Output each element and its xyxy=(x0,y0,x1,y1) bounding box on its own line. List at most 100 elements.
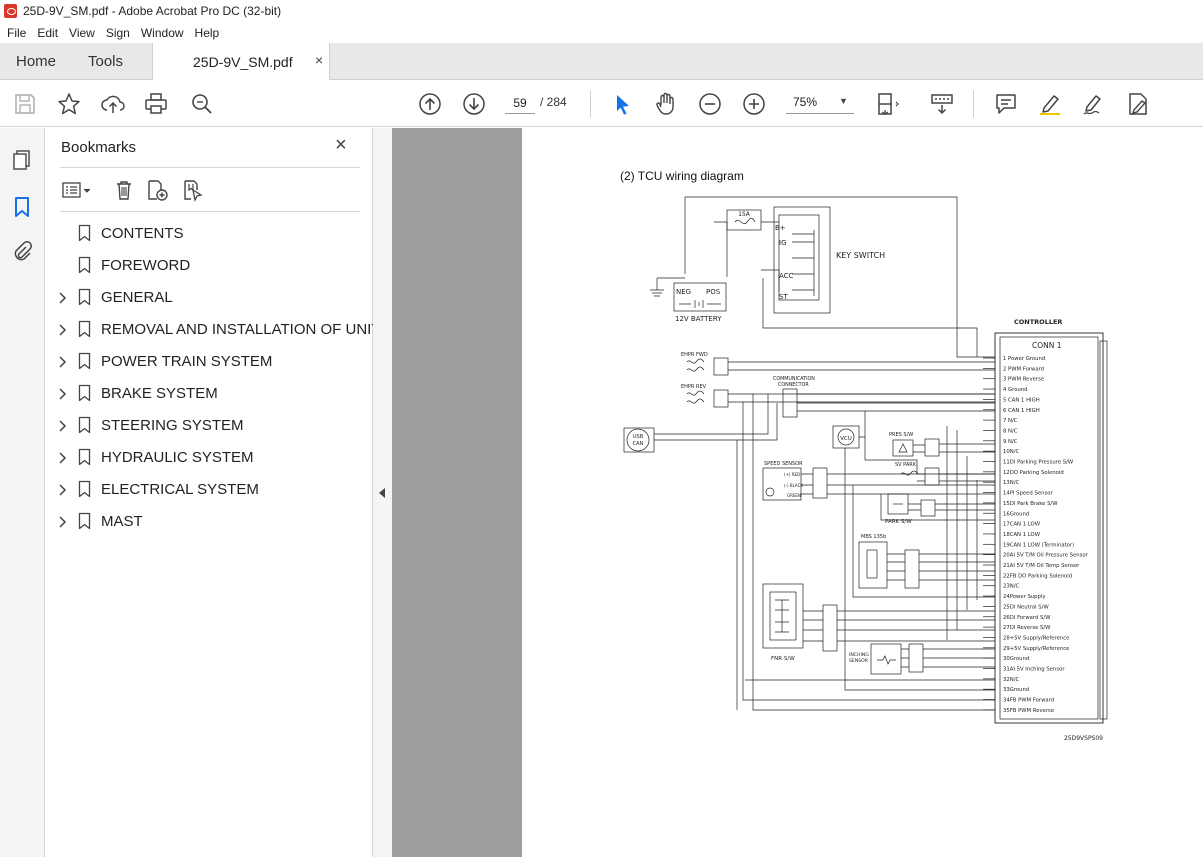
controller-pin-label: 19CAN 1 LOW (Terminator) xyxy=(1003,542,1074,548)
print-icon[interactable] xyxy=(143,91,169,117)
usb-can-label-1: USB xyxy=(633,434,644,440)
chevron-right-icon[interactable] xyxy=(58,419,68,433)
chevron-right-icon[interactable] xyxy=(58,323,68,337)
battery-pos-label: POS xyxy=(706,288,721,296)
attachment-icon[interactable] xyxy=(10,240,34,264)
bookmark-item[interactable]: FOREWORD xyxy=(45,250,373,282)
speed-sensor-green-label: GREEN xyxy=(787,493,801,498)
chevron-right-icon[interactable] xyxy=(58,451,68,465)
add-bookmark-icon[interactable] xyxy=(145,178,169,202)
tab-home[interactable]: Home xyxy=(16,53,57,70)
controller-pin-label: 12DO Parking Solenoid xyxy=(1003,470,1064,476)
controller-pin-label: 31AI 5V Inching Sensor xyxy=(1003,667,1065,673)
zoom-search-icon[interactable] xyxy=(189,91,215,117)
bookmark-find-icon[interactable] xyxy=(181,178,205,202)
tab-tools[interactable]: Tools xyxy=(88,53,124,70)
page-fit-icon[interactable] xyxy=(875,91,901,117)
controller-pin-label: 28+5V Supply/Reference xyxy=(1003,635,1069,641)
chevron-right-icon[interactable] xyxy=(58,515,68,529)
speed-sensor-black-label: (-) BLACK xyxy=(784,483,803,488)
bookmark-item[interactable]: POWER TRAIN SYSTEM xyxy=(45,346,373,378)
fill-sign-icon[interactable] xyxy=(1125,91,1151,117)
bookmark-item[interactable]: REMOVAL AND INSTALLATION OF UNIT xyxy=(45,314,381,346)
page-number-input[interactable]: 59 xyxy=(505,92,535,114)
page-heading: (2) TCU wiring diagram xyxy=(620,169,744,183)
controller-pin-label: 18CAN 1 LOW xyxy=(1003,532,1041,538)
bookmark-item[interactable]: BRAKE SYSTEM xyxy=(45,378,373,410)
bookmark-item[interactable]: CONTENTS xyxy=(45,218,373,250)
previous-page-icon[interactable] xyxy=(417,91,443,117)
conn-label: CONN 1 xyxy=(1032,341,1062,350)
scroll-mode-icon[interactable] xyxy=(929,91,955,117)
menu-help[interactable]: Help xyxy=(194,25,220,40)
controller-pin-label: 33Ground xyxy=(1003,687,1029,693)
bookmark-label: CONTENTS xyxy=(101,225,184,242)
bookmark-icon xyxy=(78,352,91,370)
star-icon[interactable] xyxy=(56,91,82,117)
menu-edit[interactable]: Edit xyxy=(37,25,59,40)
controller-pin-label: 29+5V Supply/Reference xyxy=(1003,646,1069,652)
close-panel-button[interactable]: × xyxy=(335,134,347,156)
chevron-right-icon[interactable] xyxy=(58,387,68,401)
title-bar: 25D-9V_SM.pdf - Adobe Acrobat Pro DC (32… xyxy=(0,0,1203,22)
menu-sign[interactable]: Sign xyxy=(105,25,130,40)
key-bplus-label: B+ xyxy=(775,224,786,232)
zoom-level-select[interactable] xyxy=(786,92,854,114)
document-viewport[interactable]: (2) TCU wiring diagram 15A B+ IG ACC ST … xyxy=(392,128,1203,857)
chevron-right-icon[interactable] xyxy=(58,355,68,369)
upload-cloud-icon[interactable] xyxy=(100,91,126,117)
menu-view[interactable]: View xyxy=(69,25,95,40)
bookmark-options-icon[interactable] xyxy=(61,178,91,202)
controller-pin-label: 8 N/C xyxy=(1003,428,1018,434)
bookmark-panel-icon[interactable] xyxy=(10,195,34,219)
inching-sensor-label-2: SENSOR xyxy=(849,658,869,664)
key-st-label: ST xyxy=(779,293,788,301)
menu-bar: File Edit View Sign Window Help xyxy=(0,22,1203,43)
fuse-label: 15A xyxy=(738,211,751,218)
acrobat-app-icon xyxy=(4,4,17,18)
tab-document-label: 25D-9V_SM.pdf xyxy=(193,54,293,70)
draw-sign-icon[interactable] xyxy=(1081,91,1107,117)
figure-code: 25D9VSPS09 xyxy=(1064,735,1103,742)
controller-pin-label: 10N/C xyxy=(1003,449,1019,455)
toolbar: 59 / 284 75% ▼ xyxy=(0,81,1203,127)
controller-pin-label: 3 PWM Reverse xyxy=(1003,377,1044,383)
hand-tool-icon[interactable] xyxy=(653,91,679,117)
highlight-pen-icon[interactable] xyxy=(1037,91,1063,117)
bookmarks-title: Bookmarks xyxy=(61,139,137,156)
menu-window[interactable]: Window xyxy=(140,25,184,40)
controller-pin-label: 21AI 5V T/M Oil Temp Sensor xyxy=(1003,563,1080,569)
ehpr-rev-label: EHPR REV xyxy=(681,384,707,390)
controller-pin-label: 32N/C xyxy=(1003,677,1019,683)
zoom-in-icon[interactable] xyxy=(741,91,767,117)
menu-file[interactable]: File xyxy=(7,25,27,40)
bookmark-item[interactable]: HYDRAULIC SYSTEM xyxy=(45,442,373,474)
delete-bookmark-icon[interactable] xyxy=(112,178,136,202)
select-cursor-icon[interactable] xyxy=(609,91,635,117)
pres-sw-label: PRES S/W xyxy=(889,432,913,438)
bookmark-item[interactable]: MAST xyxy=(45,506,373,538)
zoom-out-icon[interactable] xyxy=(697,91,723,117)
chevron-right-icon[interactable] xyxy=(58,483,68,497)
inching-sensor-label-1: INCHING xyxy=(849,652,869,658)
controller-label: CONTROLLER xyxy=(1014,318,1062,326)
bookmark-label: STEERING SYSTEM xyxy=(101,417,244,434)
panel-collapse-handle[interactable] xyxy=(373,128,392,857)
controller-pin-label: 11DI Parking Pressure S/W xyxy=(1003,460,1074,466)
tab-close-button[interactable]: × xyxy=(315,52,324,68)
tab-bar: Home Tools 25D-9V_SM.pdf × xyxy=(0,43,1203,80)
bookmark-item[interactable]: GENERAL xyxy=(45,282,373,314)
next-page-icon[interactable] xyxy=(461,91,487,117)
tab-document[interactable]: 25D-9V_SM.pdf × xyxy=(152,43,330,80)
controller-pin-label: 16Ground xyxy=(1003,511,1029,517)
comment-icon[interactable] xyxy=(993,91,1019,117)
page-thumbnails-icon[interactable] xyxy=(10,148,34,172)
mbs-label: MBS 135b xyxy=(861,534,886,540)
chevron-right-icon[interactable] xyxy=(58,291,68,305)
save-icon[interactable] xyxy=(12,91,38,117)
bookmark-item[interactable]: ELECTRICAL SYSTEM xyxy=(45,474,373,506)
bookmark-item[interactable]: STEERING SYSTEM xyxy=(45,410,373,442)
usb-can-label-2: CAN xyxy=(633,441,644,447)
controller-pin-label: 34FB PWM Forward xyxy=(1003,698,1054,704)
bookmark-label: REMOVAL AND INSTALLATION OF UNIT xyxy=(101,321,381,338)
